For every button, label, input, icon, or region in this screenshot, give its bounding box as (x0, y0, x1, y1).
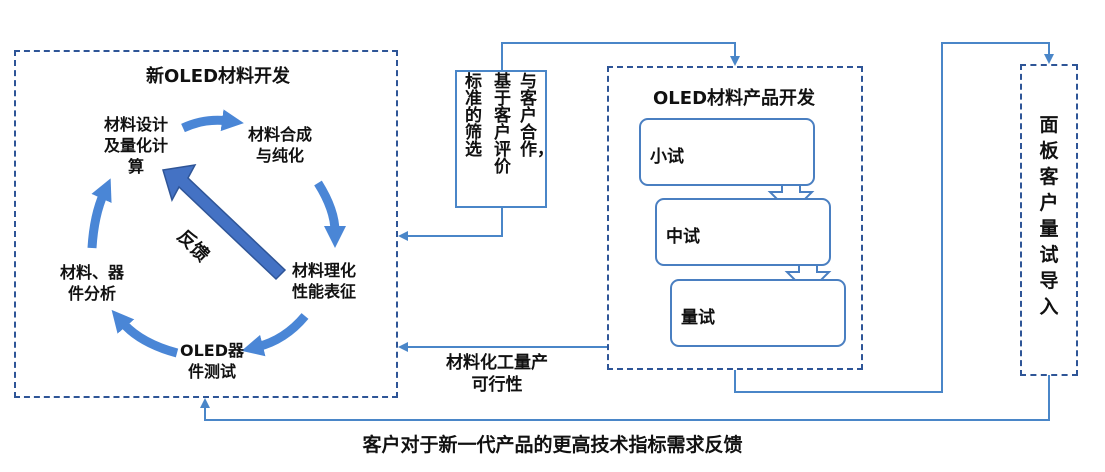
screening-box (455, 70, 547, 208)
cycle-node-device-test-line2: 件测试 (188, 362, 237, 381)
cycle-node-characterization-line1: 材料理化 (292, 261, 357, 280)
panel-customer-text: 面板客户量试导入 (1039, 114, 1059, 318)
cycle-node-characterization: 材料理化 性能表征 (292, 260, 356, 302)
cycle-node-synthesis-line2: 与纯化 (256, 146, 305, 165)
cycle-node-device-test: OLED器 件测试 (180, 340, 244, 382)
bottom-feedback-label: 客户对于新一代产品的更高技术指标需求反馈 (362, 434, 743, 456)
cycle-node-design-line1: 材料设计 (104, 115, 169, 134)
stage-label-pilot: 中试 (666, 227, 700, 247)
panel-customer-box (1020, 64, 1078, 376)
screening-col-3: 与客户合作， (520, 72, 554, 160)
stage-label-mass: 量试 (681, 308, 715, 328)
cycle-node-design-line3: 算 (128, 157, 145, 176)
cycle-node-design: 材料设计 及量化计 算 (104, 114, 168, 177)
cycle-node-analysis: 材料、器 件分析 (60, 262, 124, 304)
stage-box-small (639, 118, 815, 186)
cycle-arrow-5 (87, 178, 112, 249)
cycle-node-design-line2: 及量化计 (104, 136, 169, 155)
cycle-node-synthesis-line1: 材料合成 (248, 125, 313, 144)
feasibility-line1: 材料化工量产 (446, 353, 548, 373)
screening-to-left-arrow (398, 204, 503, 241)
customer-feedback-arrow (200, 375, 1050, 421)
stage-box-pilot (655, 198, 831, 266)
cycle-node-analysis-line2: 件分析 (68, 284, 117, 303)
cycle-arrow-1 (181, 109, 244, 133)
stage-label-small: 小试 (650, 147, 684, 167)
feasibility-line2: 可行性 (471, 375, 523, 395)
product-to-panel-arrow (734, 42, 1054, 393)
cycle-arrow-4 (111, 309, 179, 358)
new-material-title: 新OLED材料开发 (146, 66, 291, 87)
cycle-node-characterization-line2: 性能表征 (292, 282, 357, 301)
cycle-node-analysis-line1: 材料、器 (60, 263, 125, 282)
screening-col-2: 基于客户评价 (494, 72, 511, 177)
cycle-arrow-3 (241, 313, 309, 357)
product-dev-title: OLED材料产品开发 (653, 88, 816, 109)
screening-col-1: 标准的筛选 (465, 72, 482, 160)
cycle-arrow-2 (314, 180, 346, 248)
new-material-box (14, 50, 398, 398)
cycle-node-device-test-line1: OLED器 (180, 341, 245, 360)
stage-box-mass (670, 279, 846, 347)
feedback-big-arrow (162, 164, 287, 281)
cycle-node-synthesis: 材料合成 与纯化 (248, 124, 312, 166)
product-dev-box (607, 66, 863, 370)
screening-to-product-arrow (501, 42, 740, 70)
feasibility-label: 材料化工量产 可行性 (446, 352, 548, 396)
